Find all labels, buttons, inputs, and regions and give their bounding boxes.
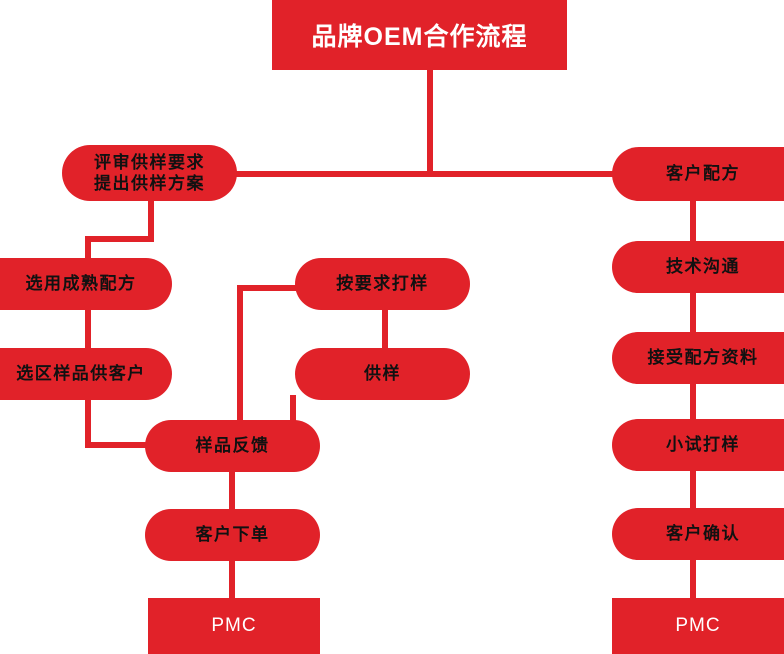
node-mature-formula[interactable]: 选用成熟配方	[0, 258, 172, 310]
connector-supply-to-feedback-v	[237, 285, 243, 445]
connector-tech-to-receive	[690, 292, 696, 334]
connector-confirm-to-pmc	[690, 559, 696, 599]
node-supply-sample-label: 供样	[364, 364, 401, 384]
node-pmc-right-label: PMC	[675, 615, 721, 636]
node-trial-sample[interactable]: 小试打样	[612, 419, 784, 471]
connector-sample-request-to-supply	[382, 310, 388, 352]
node-review-sample-request-line1: 评审供样要求	[94, 152, 205, 172]
connector-to-mature-formula	[85, 236, 91, 264]
connector-top-horizontal	[150, 171, 680, 177]
node-customer-formula[interactable]: 客户配方	[612, 147, 784, 201]
node-customer-order-label: 客户下单	[195, 525, 270, 545]
node-pmc-left-label: PMC	[211, 615, 257, 636]
node-customer-confirm[interactable]: 客户确认	[612, 508, 784, 560]
connector-review-down	[148, 200, 154, 240]
node-technical-communication-label: 技术沟通	[666, 257, 740, 277]
node-trial-sample-label: 小试打样	[666, 435, 740, 455]
connector-trial-to-confirm	[690, 470, 696, 510]
node-customer-formula-label: 客户配方	[666, 164, 740, 184]
connector-review-split	[85, 236, 154, 242]
diagram-title: 品牌OEM合作流程	[272, 0, 567, 70]
node-mature-formula-label: 选用成熟配方	[25, 274, 137, 294]
node-receive-formula-data[interactable]: 接受配方资料	[612, 332, 784, 384]
connector-select-to-feedback-v	[85, 395, 91, 445]
node-review-sample-request-line2: 提出供样方案	[94, 174, 205, 193]
node-customer-order[interactable]: 客户下单	[145, 509, 320, 561]
connector-mature-to-select	[85, 305, 91, 349]
connector-feedback-to-order	[229, 472, 235, 510]
node-sample-per-request[interactable]: 按要求打样	[295, 258, 470, 310]
node-sample-feedback[interactable]: 样品反馈	[145, 420, 320, 472]
node-pmc-right[interactable]: PMC	[612, 598, 784, 654]
connector-order-to-pmc	[229, 560, 235, 598]
node-pmc-left[interactable]: PMC	[148, 598, 320, 654]
node-sample-feedback-label: 样品反馈	[195, 436, 270, 456]
connector-request-to-left-stub	[237, 285, 305, 291]
connector-title-stem	[427, 70, 433, 174]
node-receive-formula-data-label: 接受配方资料	[647, 348, 759, 368]
node-select-sample-for-customer-label: 选区样品供客户	[16, 364, 146, 384]
node-technical-communication[interactable]: 技术沟通	[612, 241, 784, 293]
node-select-sample-for-customer[interactable]: 选区样品供客户	[0, 348, 172, 400]
connector-receive-to-trial	[690, 383, 696, 421]
node-review-sample-request[interactable]: 评审供样要求 提出供样方案	[62, 145, 237, 201]
connector-select-to-feedback-h	[85, 442, 170, 448]
node-customer-confirm-label: 客户确认	[666, 524, 740, 544]
node-supply-sample[interactable]: 供样	[295, 348, 470, 400]
connector-customer-formula-to-tech	[690, 200, 696, 244]
node-sample-per-request-label: 按要求打样	[336, 274, 429, 294]
